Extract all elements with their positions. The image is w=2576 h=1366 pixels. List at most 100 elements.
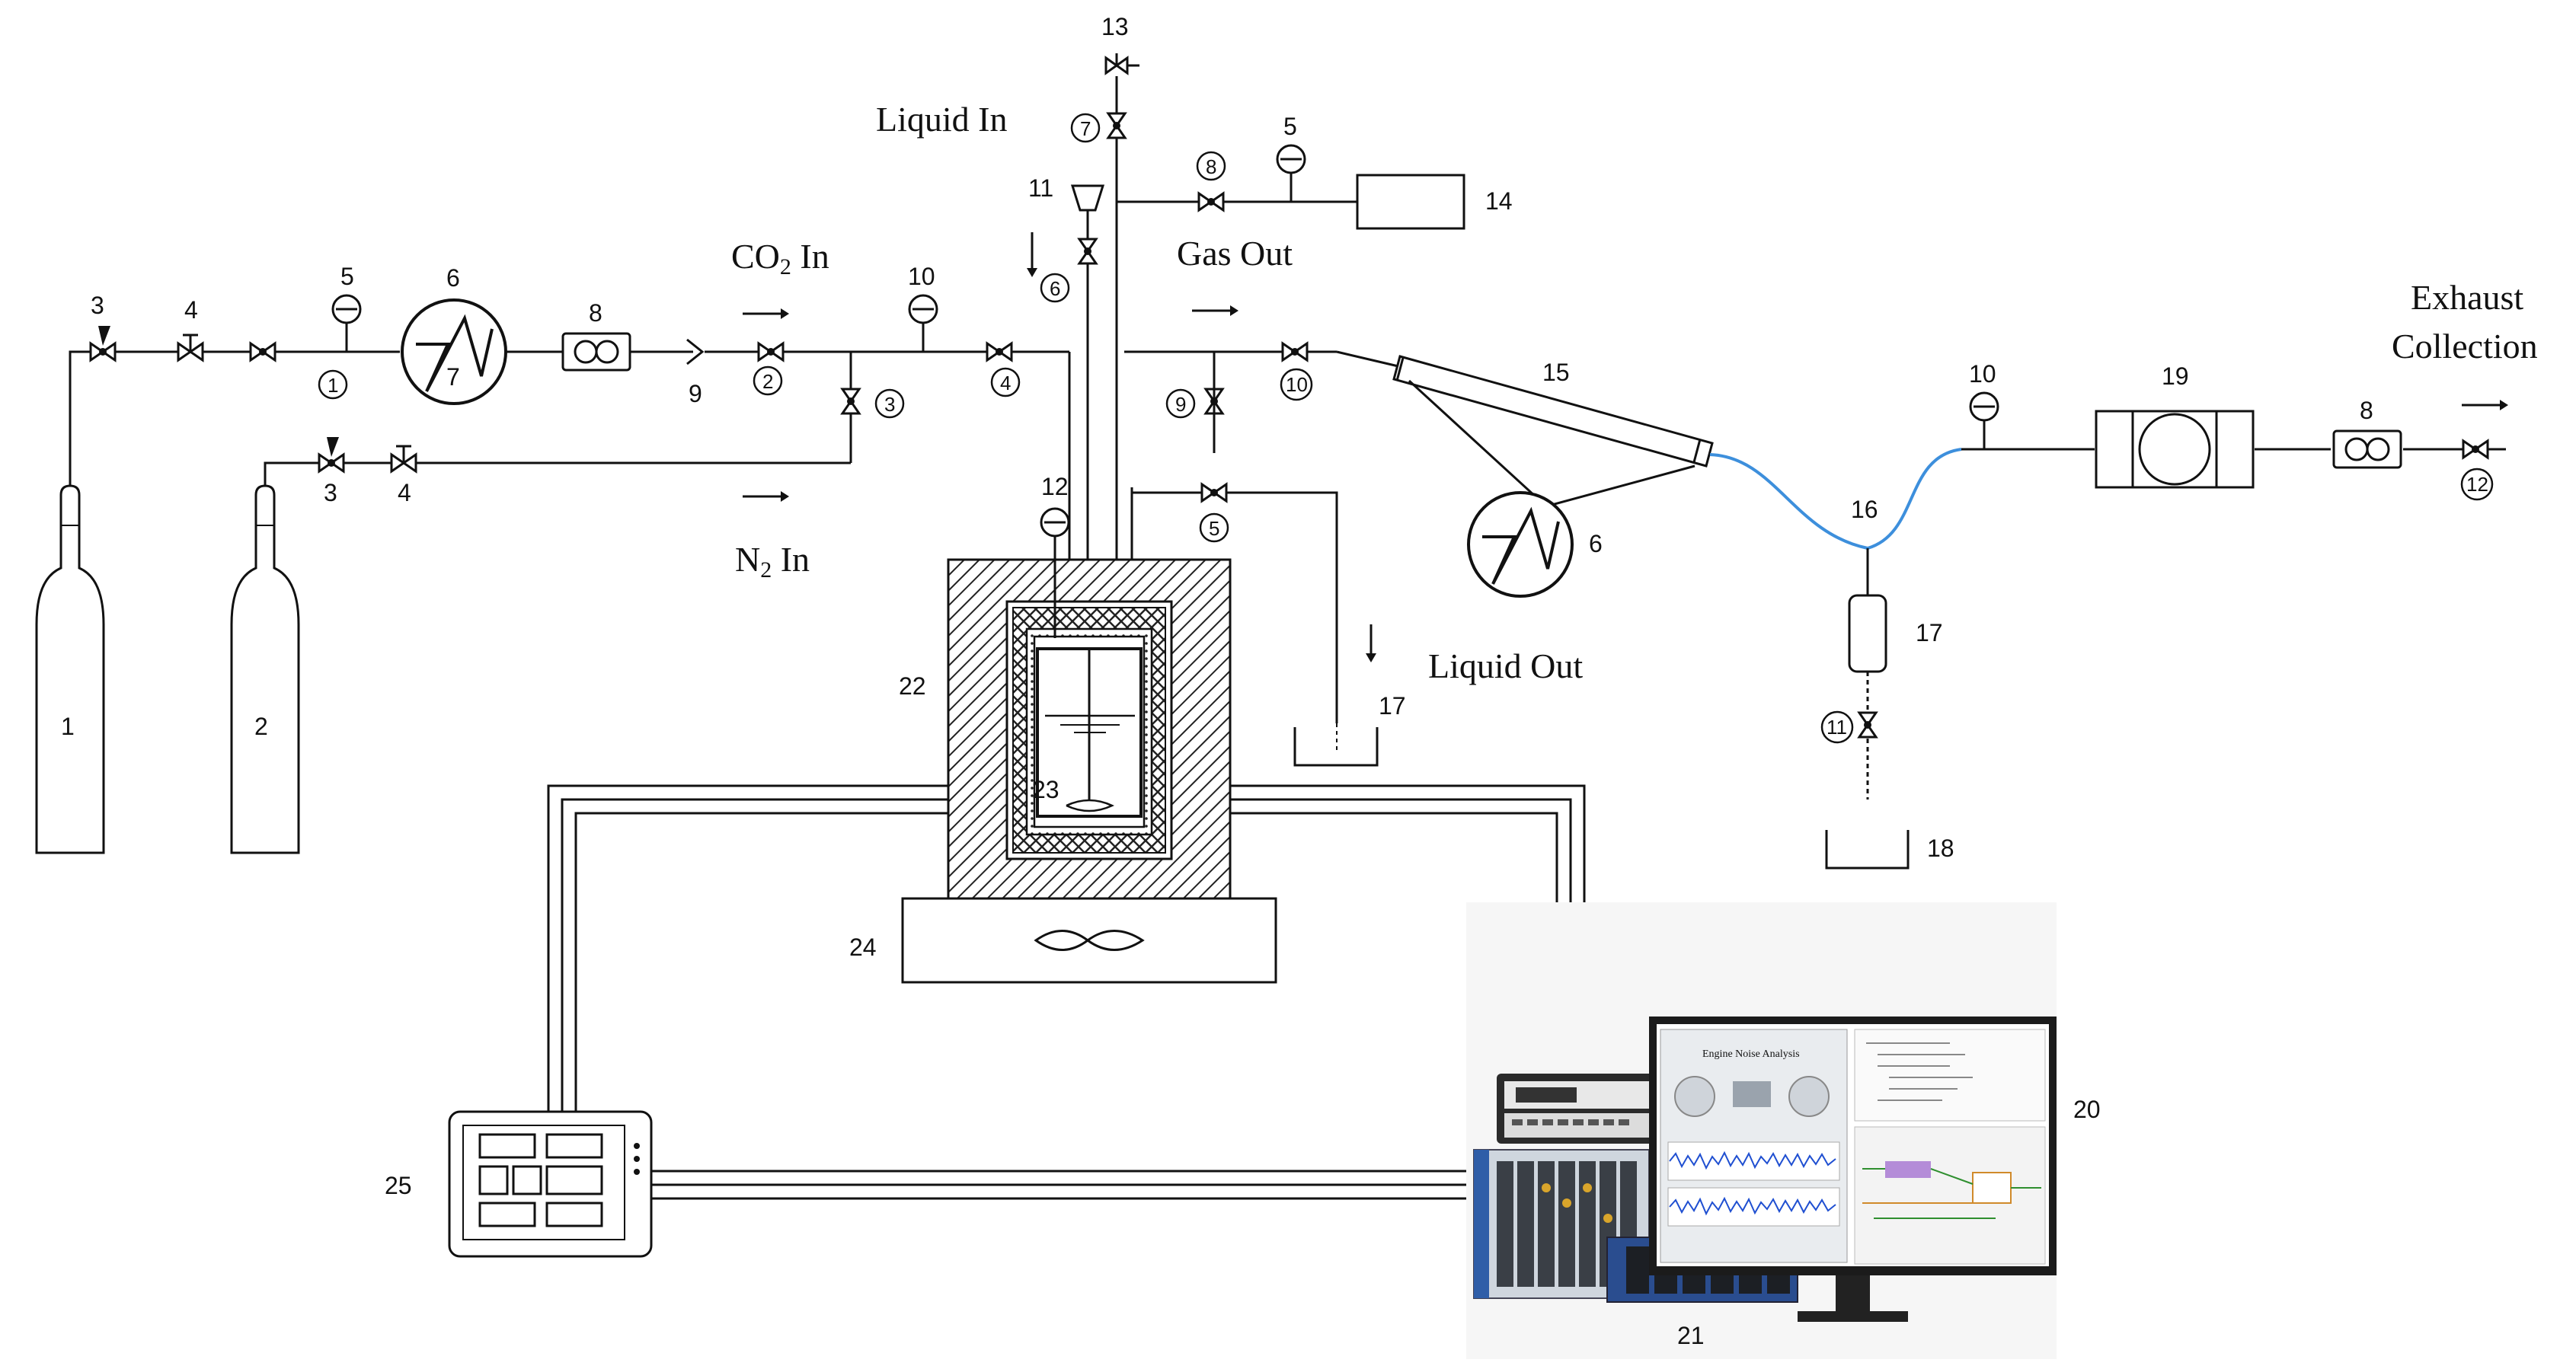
cylinder-1: 1	[35, 484, 105, 854]
label-19: 19	[2162, 362, 2189, 390]
ball-valve-7	[1107, 112, 1127, 139]
magnetic-stirrer-24: 24	[849, 897, 1277, 984]
ball-valve-5	[1200, 483, 1228, 503]
pressure-gauge-5a: 5	[331, 263, 362, 353]
svg-text:5: 5	[1209, 517, 1219, 540]
cylinder-2: 2	[230, 484, 300, 854]
reactor-internals: 23	[1032, 649, 1135, 812]
label-16: 16	[1851, 496, 1878, 523]
valve-5-circle: 5	[1199, 512, 1229, 543]
valve-10-circle: 10	[1280, 368, 1313, 401]
label-24: 24	[849, 934, 877, 961]
label-10a: 10	[908, 263, 935, 290]
svg-text:11: 11	[1827, 716, 1847, 739]
svg-text:12: 12	[2466, 473, 2488, 496]
label-6a: 6	[446, 264, 460, 292]
pressure-gauge-10b: 10	[1969, 360, 1999, 451]
valve-6-circle: 6	[1040, 273, 1070, 303]
valve-12-circle: 12	[2460, 468, 2494, 501]
condenser-15: 15	[1336, 350, 1714, 508]
label-20: 20	[2073, 1096, 2101, 1123]
label-3a: 3	[91, 292, 104, 319]
data-acquisition-system: 21 Engine Noise Analysis	[1466, 902, 2101, 1359]
svg-text:N2 In: N2 In	[735, 540, 810, 582]
label-21: 21	[1677, 1322, 1705, 1349]
svg-text:1: 1	[328, 374, 338, 397]
liquid-in-label: Liquid In	[876, 100, 1007, 139]
collection-beaker-17: 17	[1293, 692, 1406, 767]
svg-text:7: 7	[1080, 117, 1091, 140]
ball-valve-4	[986, 342, 1013, 362]
heater-6-7: 6 7	[401, 264, 507, 405]
label-22: 22	[899, 672, 926, 700]
ball-valve-6	[1078, 238, 1098, 265]
needle-valve-4b: 4	[390, 445, 417, 506]
label-11: 11	[1028, 174, 1053, 202]
ball-valve-2	[757, 342, 785, 362]
pressure-regulator-3b: 3	[318, 437, 345, 506]
label-4a: 4	[184, 296, 198, 324]
flowmeter-8a: 8	[561, 299, 631, 372]
svg-text:Gas Out: Gas Out	[1177, 234, 1293, 273]
ball-valve-10	[1281, 342, 1309, 362]
n2-in-label: N2 In	[735, 491, 810, 582]
label-2: 2	[254, 713, 268, 740]
pressure-gauge-12: 12	[1040, 473, 1070, 638]
label-25: 25	[385, 1172, 412, 1199]
liquid-out-label: Liquid Out	[1366, 624, 1583, 685]
valve-1-circle: 1	[318, 369, 348, 400]
label-5a: 5	[340, 263, 354, 290]
svg-text:Liquid Out: Liquid Out	[1428, 646, 1583, 685]
vent-valve-13: 13	[1101, 13, 1139, 75]
valve-8-circle: 8	[1196, 151, 1226, 181]
svg-text:6: 6	[1050, 277, 1060, 300]
separator-17: 17	[1848, 594, 1943, 799]
pressure-gauge-5b: 5	[1276, 113, 1306, 203]
label-17a: 17	[1379, 692, 1406, 720]
svg-text:Collection: Collection	[2392, 327, 2538, 365]
label-12: 12	[1041, 473, 1069, 500]
label-18: 18	[1927, 835, 1954, 862]
label-8b: 8	[2360, 397, 2373, 424]
label-15: 15	[1542, 359, 1570, 386]
valve-4-circle: 4	[990, 367, 1021, 397]
svg-text:Liquid In: Liquid In	[876, 100, 1007, 139]
valve-11-circle: 11	[1820, 710, 1854, 744]
valve-2-circle: 2	[753, 365, 783, 396]
controller-25: 25	[385, 1110, 653, 1258]
label-13: 13	[1101, 13, 1129, 40]
pump-19: 19	[2095, 362, 2255, 489]
label-4b: 4	[398, 479, 411, 506]
label-5b: 5	[1283, 113, 1297, 140]
svg-text:8: 8	[1206, 155, 1216, 178]
chiller-6: 6	[1467, 491, 1603, 598]
label-10b: 10	[1969, 360, 1996, 388]
label-1: 1	[61, 713, 75, 740]
co2-line	[69, 350, 1337, 486]
svg-text:9: 9	[1175, 393, 1186, 416]
ball-valve-1	[249, 342, 276, 362]
valve-7-circle: 7	[1070, 113, 1101, 143]
svg-text:2: 2	[762, 370, 773, 393]
tubing-16: 16	[1709, 448, 1962, 595]
liquid-out-line	[1130, 487, 1338, 754]
ball-valve-8	[1197, 192, 1225, 212]
label-14: 14	[1485, 187, 1513, 215]
ball-valve-11	[1858, 711, 1878, 739]
label-23: 23	[1032, 776, 1059, 803]
label-9: 9	[689, 380, 702, 407]
valve-9-circle: 9	[1165, 388, 1196, 419]
svg-text:CO2 In: CO2 In	[731, 237, 829, 279]
ball-valve-3	[841, 388, 861, 415]
reactor-jacket-22: 22	[899, 558, 1232, 900]
signal-cables	[547, 784, 1586, 1200]
collection-beaker-18: 18	[1825, 830, 1954, 870]
n2-line	[264, 461, 851, 486]
multimeter	[1497, 1074, 1660, 1144]
pressure-regulator-3a: 3	[89, 292, 117, 362]
pressure-gauge-10a: 10	[908, 263, 938, 353]
label-6b: 6	[1589, 530, 1603, 557]
svg-text:4: 4	[1000, 372, 1011, 394]
svg-text:10: 10	[1286, 373, 1308, 396]
check-valve-9: 9	[686, 338, 705, 407]
